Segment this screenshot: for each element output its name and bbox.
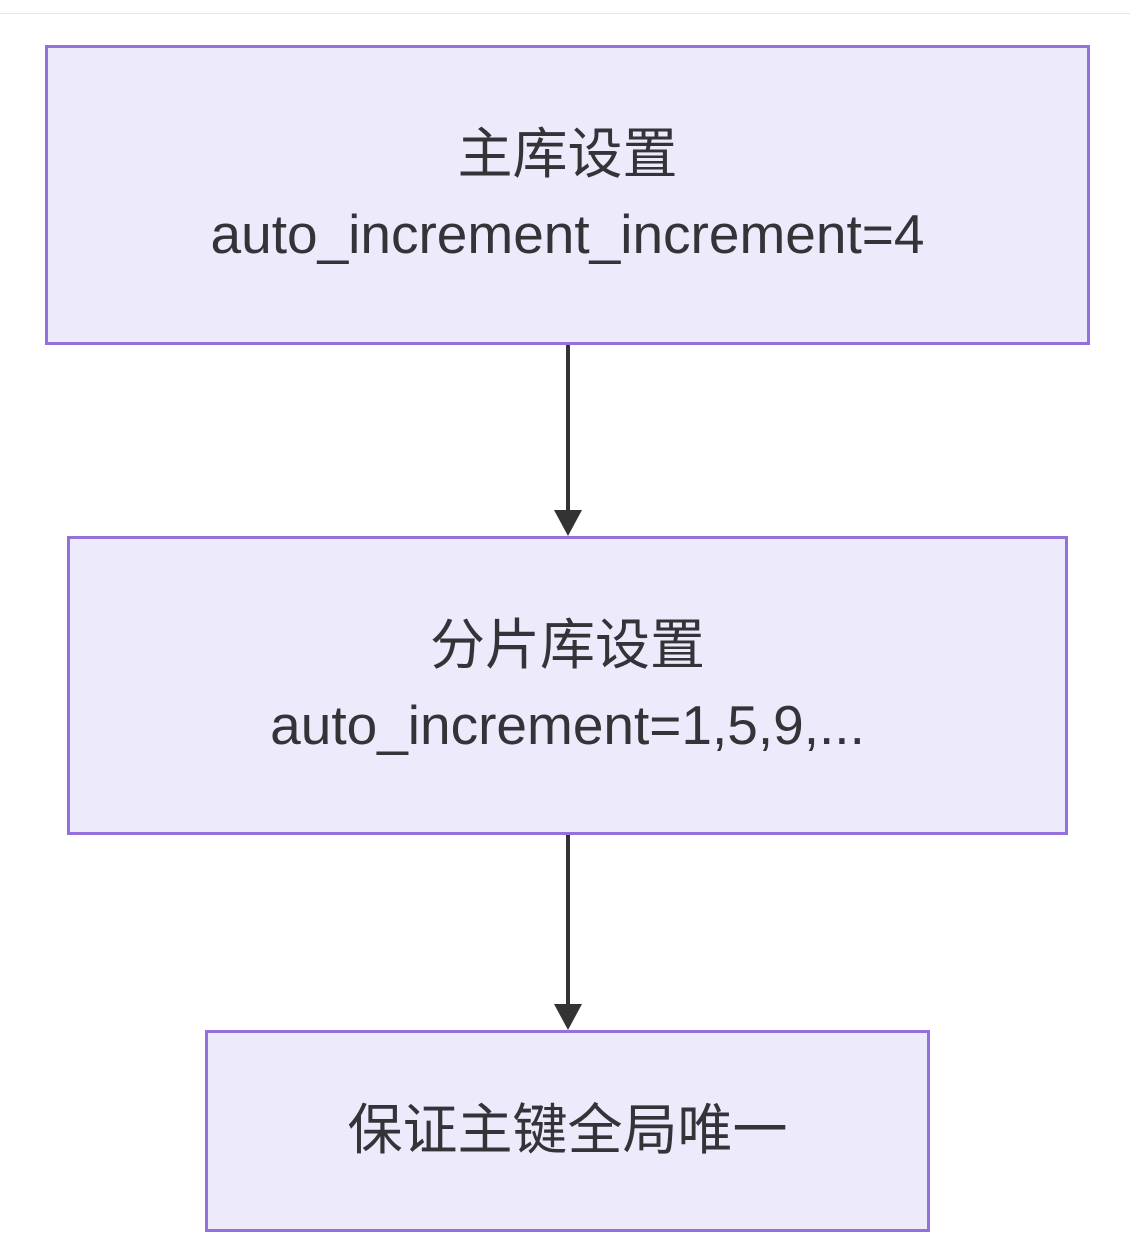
flow-node-unique[interactable]: 保证主键全局唯一	[205, 1030, 930, 1232]
page-divider	[0, 13, 1130, 14]
flow-node-master[interactable]: 主库设置 auto_increment_increment=4	[45, 45, 1090, 345]
flow-node-unique-title: 保证主键全局唯一	[347, 1099, 788, 1162]
edge-shard-unique	[554, 835, 582, 1030]
flow-node-shard-detail: auto_increment=1,5,9,...	[270, 693, 865, 756]
edge-master-shard	[554, 345, 582, 536]
arrow-down-icon	[554, 1004, 582, 1030]
flow-node-shard[interactable]: 分片库设置 auto_increment=1,5,9,...	[67, 536, 1068, 835]
flow-node-master-title: 主库设置	[457, 123, 678, 186]
flow-node-master-detail: auto_increment_increment=4	[210, 203, 925, 265]
arrow-down-icon	[554, 510, 582, 536]
flow-node-shard-title: 分片库设置	[429, 613, 705, 676]
